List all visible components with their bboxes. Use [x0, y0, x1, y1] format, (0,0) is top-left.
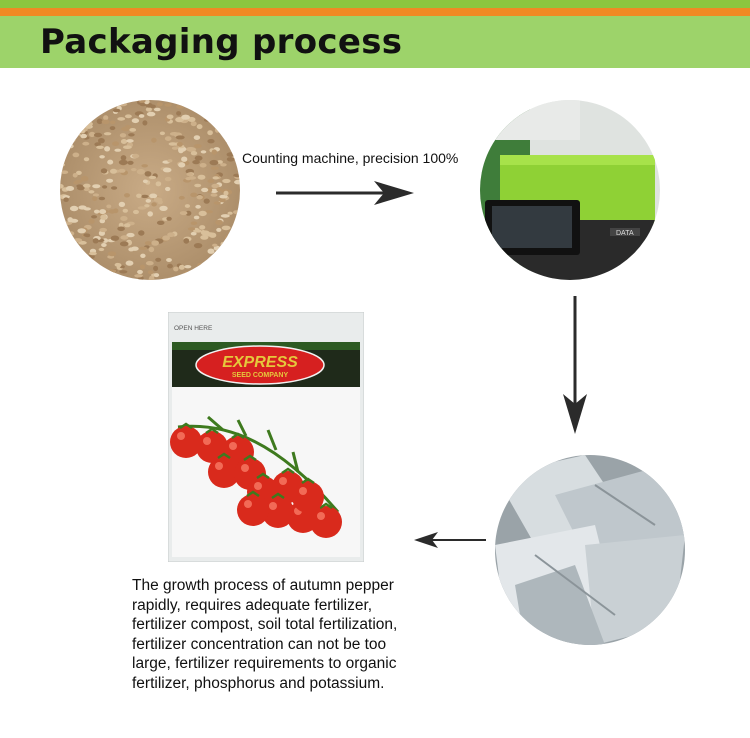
- description-text: The growth process of autumn pepper rapi…: [132, 576, 462, 693]
- header-band: [0, 16, 750, 68]
- machine-brand-label: DATA: [616, 230, 634, 237]
- description-line: fertilizer concentration can not be too: [132, 635, 387, 653]
- open-here-label: OPEN HERE: [174, 325, 213, 332]
- brand-name: EXPRESS: [222, 354, 298, 371]
- arrow-right-icon: [276, 181, 414, 205]
- description-line: large, fertilizer requirements to organi…: [132, 655, 397, 672]
- step-caption: Counting machine, precision 100%: [242, 150, 459, 166]
- arrow-down-icon: [563, 296, 587, 434]
- description-line: The growth process of autumn pepper: [132, 577, 394, 594]
- page-title: Packaging process: [40, 22, 403, 62]
- top-green-stripe: [0, 0, 750, 8]
- top-orange-stripe: [0, 8, 750, 16]
- description-line: fertilizer compost, soil total fertiliza…: [132, 616, 398, 633]
- description-line: rapidly, requires adequate fertilizer,: [132, 596, 373, 614]
- seed-packet-image: OPEN HERE EXPRESS SEED COMPANY: [167, 311, 365, 563]
- foil-bags-image: [495, 455, 685, 645]
- arrow-left-icon: [414, 532, 486, 548]
- counting-machine-image: DATA: [480, 100, 660, 280]
- seeds-image: [60, 100, 240, 280]
- description-line: fertilizer, phosphorus and potassium.: [132, 674, 385, 692]
- brand-subtitle: SEED COMPANY: [232, 372, 289, 379]
